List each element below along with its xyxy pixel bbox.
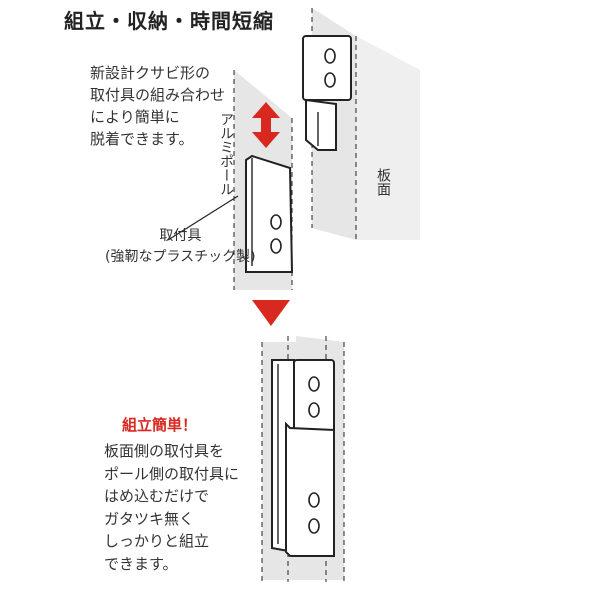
description-line: 取付具の組み合わせ	[90, 86, 226, 104]
easy-line: ポール側の取付具に	[104, 464, 240, 483]
easy-line: しっかりと組立	[104, 532, 210, 550]
pole-label: アルミポール	[218, 112, 234, 196]
down-triangle-icon	[252, 300, 290, 326]
description: 新設計クサビ形の 取付具の組み合わせ により簡単に 脱着できます。	[90, 62, 225, 150]
bracket-label: 取付具 (強靭なプラスチック製)	[105, 226, 256, 268]
board-bracket-upper	[302, 35, 352, 151]
bracket-label-line: (強靭なプラスチック製)	[105, 249, 256, 265]
page-title: 組立・収納・時間短縮	[64, 9, 274, 33]
board-face-upper	[356, 36, 420, 240]
description-line: 脱着できます。	[90, 130, 194, 148]
easy-line: ガタツキ無く	[104, 509, 195, 528]
easy-heading: 組立簡単！	[122, 416, 198, 434]
description-line: 新設計クサビ形の	[90, 64, 211, 82]
assembled-bracket	[271, 359, 335, 557]
bracket-leader-line	[167, 195, 239, 241]
easy-body: 板面側の取付具を ポール側の取付具に はめ込むだけで ガタツキ無く しっかりと組…	[104, 440, 239, 575]
bracket-label-line: 取付具	[159, 228, 202, 244]
easy-line: できます。	[104, 554, 178, 573]
board-label: 板面	[375, 168, 391, 196]
double-arrow-icon	[252, 102, 280, 148]
description-line: により簡単に	[90, 108, 180, 126]
pole-bracket-upper	[245, 154, 294, 273]
easy-line: 板面側の取付具を	[104, 442, 225, 460]
easy-line: はめ込むだけで	[104, 487, 210, 505]
